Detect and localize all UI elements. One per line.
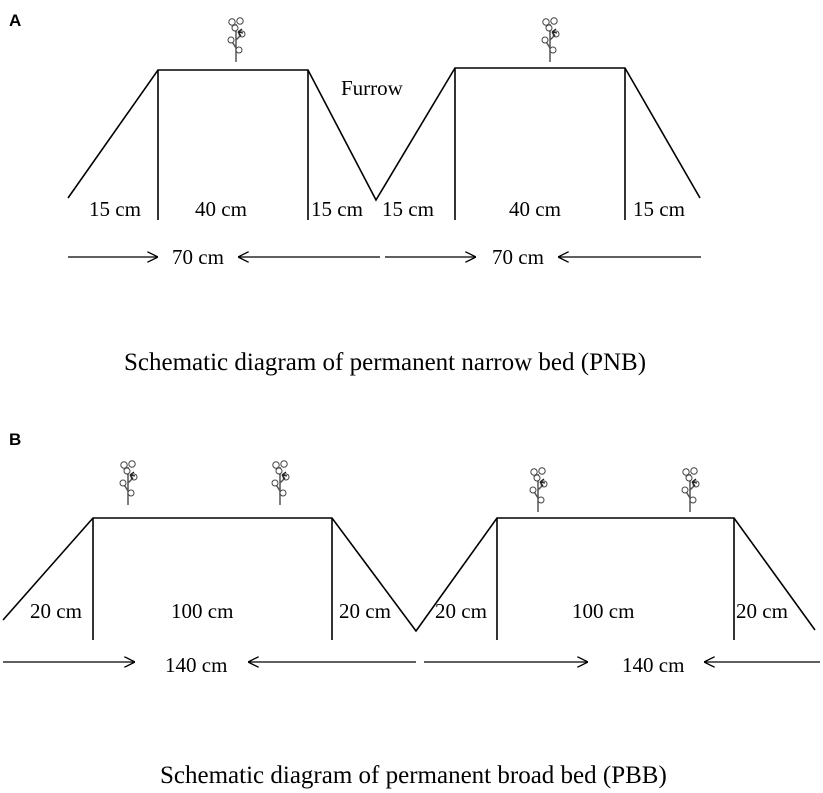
panel-b: B 20 cm 100 cm 20 cm 20 cm 100 cm 20 cm …: [2, 430, 820, 789]
cotton-plant-icon: [529, 467, 548, 513]
span-label: 140 cm: [622, 653, 684, 677]
furrow-label: Furrow: [341, 76, 404, 100]
panel-a-letter: A: [9, 11, 21, 30]
cotton-plant-icon: [541, 17, 560, 63]
dim-label: 15 cm: [89, 197, 141, 221]
dim-label: 40 cm: [195, 197, 247, 221]
span-label: 70 cm: [492, 245, 544, 269]
dim-label: 20 cm: [30, 599, 82, 623]
caption-a: Schematic diagram of permanent narrow be…: [124, 349, 646, 376]
bed-profile-b: [2, 517, 816, 633]
cotton-plant-icon: [119, 460, 138, 506]
cotton-plant-icon: [681, 467, 700, 513]
cotton-plant-icon: [271, 460, 290, 506]
dim-label: 15 cm: [311, 197, 363, 221]
dim-label: 15 cm: [382, 197, 434, 221]
dim-label: 20 cm: [339, 599, 391, 623]
dim-label: 100 cm: [171, 599, 233, 623]
span-label: 70 cm: [172, 245, 224, 269]
panel-b-letter: B: [9, 430, 21, 449]
dim-label: 40 cm: [509, 197, 561, 221]
dim-label: 20 cm: [435, 599, 487, 623]
dim-label: 15 cm: [633, 197, 685, 221]
dim-label: 100 cm: [572, 599, 634, 623]
dim-label: 20 cm: [736, 599, 788, 623]
caption-b: Schematic diagram of permanent broad bed…: [160, 762, 667, 789]
panel-a: A Furrow 15 cm 40 cm 15 cm 15 cm 40 cm 1…: [9, 11, 701, 376]
span-label: 140 cm: [165, 653, 227, 677]
cotton-plant-icon: [227, 17, 246, 63]
